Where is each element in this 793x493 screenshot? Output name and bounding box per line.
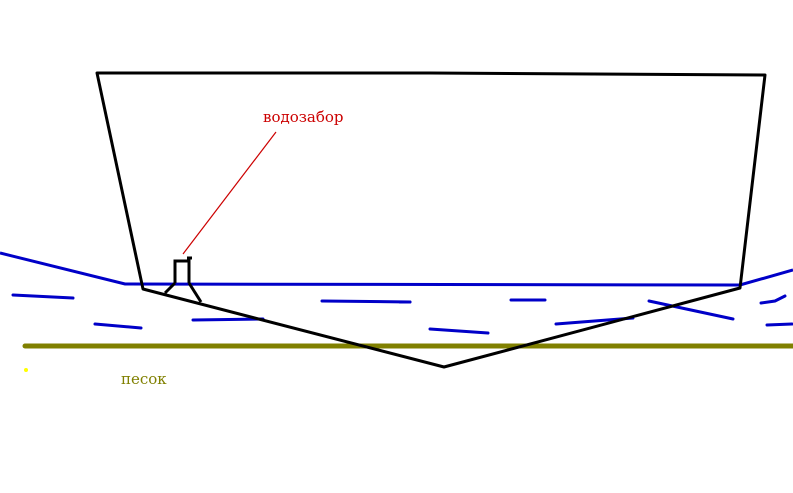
water-waves (11, 293, 793, 335)
boat-hull (95, 71, 767, 369)
water-intake (163, 256, 203, 303)
wave-dash (93, 322, 143, 330)
sand-label: песок (121, 370, 167, 388)
water-surface-line (0, 251, 793, 287)
wave-dash (765, 322, 793, 327)
intake-label: водозабор (263, 108, 344, 126)
wave-dash (191, 317, 265, 322)
wave-dash (320, 299, 412, 304)
yellow-dot (24, 368, 28, 372)
wave-dash (759, 294, 787, 305)
wave-dash (11, 293, 75, 300)
intake-leader-line (182, 131, 277, 255)
wave-dash (647, 299, 735, 321)
wave-dash (428, 327, 490, 335)
